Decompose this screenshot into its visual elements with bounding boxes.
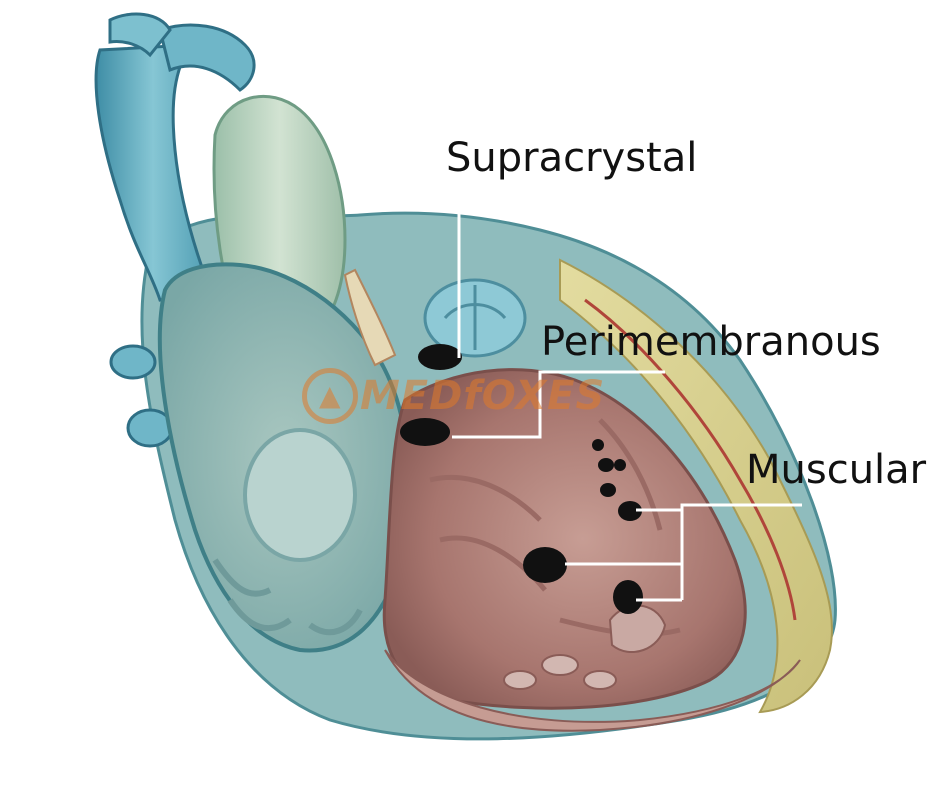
- muscular-defect-2: [613, 580, 643, 614]
- chordae-knob-3: [503, 670, 537, 690]
- superior-vena-cava: [94, 43, 213, 302]
- perimembranous-leader: [452, 370, 665, 439]
- membranous-septum: [343, 268, 397, 367]
- muscular-defect-1: [523, 547, 567, 583]
- fossa-ovalis: [243, 428, 357, 562]
- muscular-defect-7: [592, 439, 604, 451]
- perimembranous-defect: [400, 418, 450, 446]
- coronary-artery: [584, 298, 797, 621]
- muscular-defect-5: [598, 458, 614, 472]
- pectinate-muscles: [212, 558, 363, 636]
- muscular-leader: [565, 503, 802, 602]
- muscular-label: Muscular: [746, 447, 927, 493]
- pulmonary-vein-1: [109, 344, 157, 380]
- septal-trabeculae: [429, 418, 681, 637]
- supracrystal-label: Supracrystal: [446, 135, 698, 181]
- ventricle-wall-bottom: [384, 649, 801, 732]
- muscular-defect-3: [618, 501, 642, 521]
- muscular-defect-4: [600, 483, 616, 497]
- watermark-logo: ▲: [302, 368, 358, 424]
- valve-cusps: [443, 285, 507, 350]
- perimembranous-label: Perimembranous: [541, 319, 881, 365]
- watermark-text: MEDfOXES: [360, 373, 606, 419]
- muscular-defect-6: [614, 459, 626, 471]
- supracrystal-defect: [418, 344, 462, 370]
- chordae-knob-1: [541, 654, 579, 676]
- vessel-branch: [158, 23, 256, 92]
- epicardial-fat: [559, 258, 833, 714]
- chordae-knob-2: [583, 670, 617, 690]
- vessel-branch-2: [108, 12, 172, 58]
- fox-icon: ▲: [319, 379, 341, 412]
